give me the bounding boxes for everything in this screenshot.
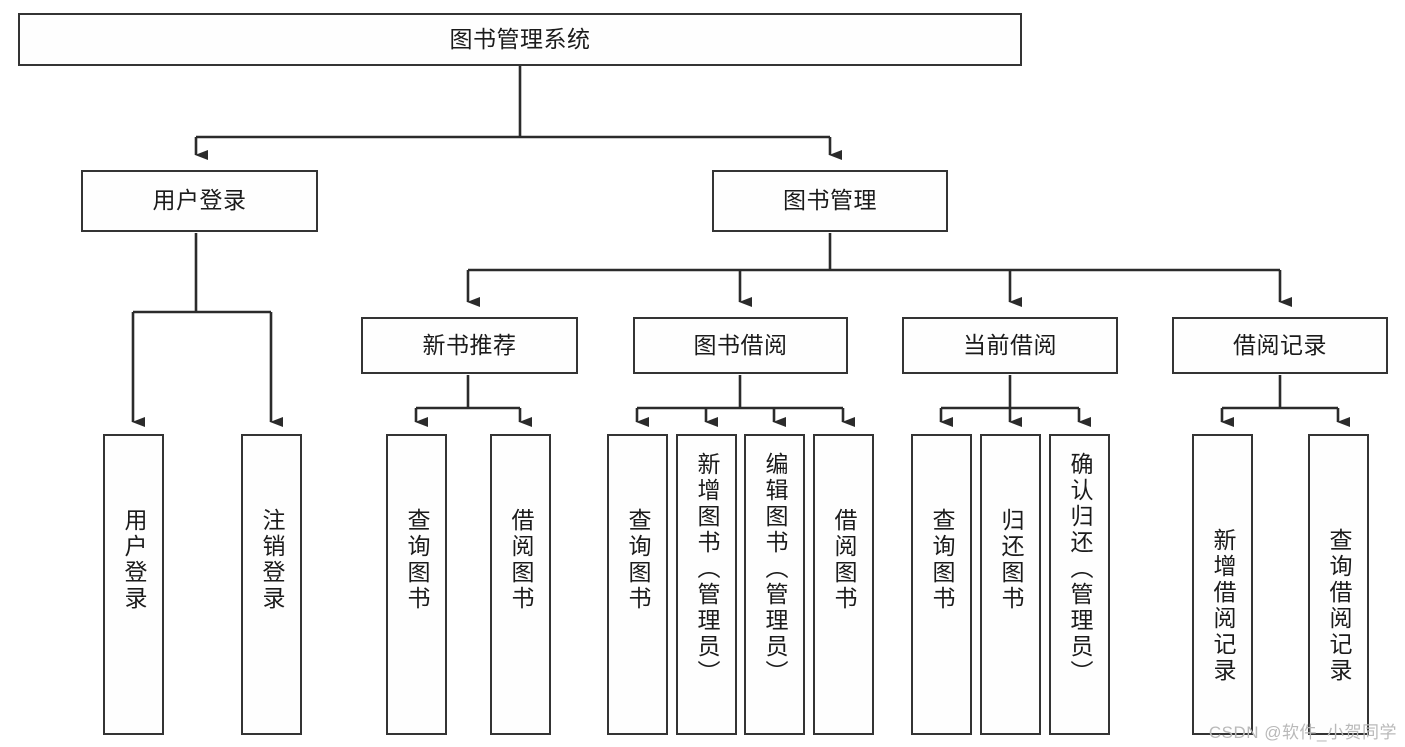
node-book-borrow[interactable]: 图书借阅 — [633, 317, 848, 374]
node-label: 图书管理系统 — [449, 25, 591, 52]
node-label: 借阅记录 — [1233, 331, 1327, 358]
node-label: 注销登录 — [259, 508, 285, 612]
leaf-add-borrow-record[interactable]: 新增借阅记录 — [1192, 434, 1253, 735]
node-root-system[interactable]: 图书管理系统 — [18, 13, 1022, 66]
leaf-user-login[interactable]: 用户登录 — [103, 434, 164, 735]
node-label: 用户登录 — [152, 187, 247, 214]
leaf-edit-book[interactable]: 编辑图书（管理员） — [744, 434, 805, 735]
leaf-add-book[interactable]: 新增图书（管理员） — [676, 434, 737, 735]
node-current-borrow[interactable]: 当前借阅 — [902, 317, 1118, 374]
leaf-confirm-return[interactable]: 确认归还（管理员） — [1049, 434, 1110, 735]
node-label: 编辑图书（管理员） — [762, 452, 788, 686]
node-label: 新增图书（管理员） — [694, 452, 720, 686]
node-new-book-recommend[interactable]: 新书推荐 — [361, 317, 578, 374]
node-label: 查询图书 — [404, 508, 430, 612]
leaf-query-book-borrow[interactable]: 查询图书 — [607, 434, 668, 735]
node-label: 借阅图书 — [831, 508, 857, 612]
node-label: 当前借阅 — [963, 331, 1057, 358]
node-label: 图书管理 — [783, 187, 877, 214]
node-label: 查询图书 — [929, 508, 955, 612]
leaf-return-book[interactable]: 归还图书 — [980, 434, 1041, 735]
leaf-user-logout[interactable]: 注销登录 — [241, 434, 302, 735]
node-label: 图书借阅 — [693, 331, 788, 358]
watermark-text: CSDN @软件_小贺同学 — [1208, 723, 1397, 742]
node-label: 查询图书 — [625, 508, 651, 612]
leaf-borrow-book[interactable]: 借阅图书 — [813, 434, 874, 735]
node-label: 确认归还（管理员） — [1067, 452, 1093, 686]
node-label: 借阅图书 — [508, 508, 534, 612]
node-label: 新增借阅记录 — [1210, 528, 1236, 684]
leaf-query-borrow-record[interactable]: 查询借阅记录 — [1308, 434, 1369, 735]
node-label: 用户登录 — [121, 508, 147, 612]
node-label: 查询借阅记录 — [1326, 528, 1352, 684]
leaf-query-book-recommend[interactable]: 查询图书 — [386, 434, 447, 735]
leaf-borrow-book-recommend[interactable]: 借阅图书 — [490, 434, 551, 735]
node-label: 归还图书 — [998, 508, 1024, 612]
node-borrow-record[interactable]: 借阅记录 — [1172, 317, 1388, 374]
node-label: 新书推荐 — [422, 331, 517, 358]
node-user-login[interactable]: 用户登录 — [81, 170, 318, 232]
node-book-management[interactable]: 图书管理 — [712, 170, 948, 232]
leaf-query-book-current[interactable]: 查询图书 — [911, 434, 972, 735]
